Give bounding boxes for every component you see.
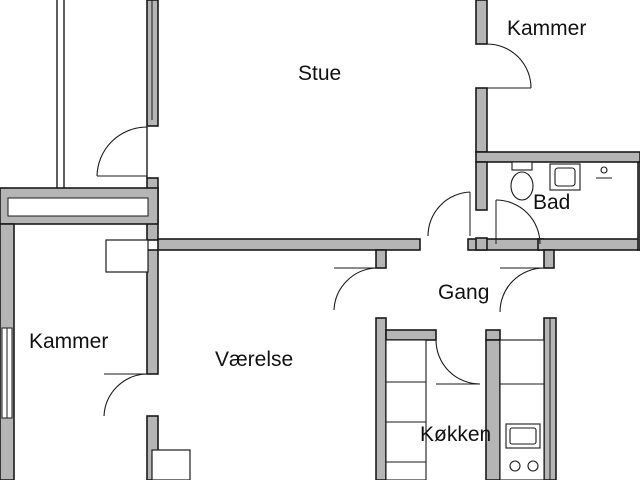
room-label-kammer-top: Kammer [507, 17, 587, 40]
room-label-gang: Gang [438, 281, 490, 304]
room-label-kammer-left: Kammer [29, 330, 109, 353]
left-top-wall [0, 187, 159, 480]
toilet-tank [511, 161, 533, 171]
room-label-kokken: Køkken [420, 423, 492, 446]
bad-doors [427, 191, 541, 245]
kammer-vaerelse-wall [103, 239, 191, 480]
kammer-top-walls [475, 0, 640, 163]
kammer-left-window [1, 327, 13, 419]
room-label-stue: Stue [298, 62, 342, 85]
room-label-bad: Bad [533, 191, 571, 214]
stove-burner [509, 460, 521, 472]
stue-door [96, 126, 148, 178]
kokken-walls [385, 329, 501, 480]
facade-lines [56, 0, 65, 188]
room-label-vaerelse: Værelse [215, 348, 294, 371]
stue-south-wall [157, 238, 640, 251]
kokken-counters [385, 339, 545, 480]
toilet-bowl [510, 171, 534, 201]
bad-fixtures [510, 161, 612, 201]
bad-walls [475, 161, 640, 251]
